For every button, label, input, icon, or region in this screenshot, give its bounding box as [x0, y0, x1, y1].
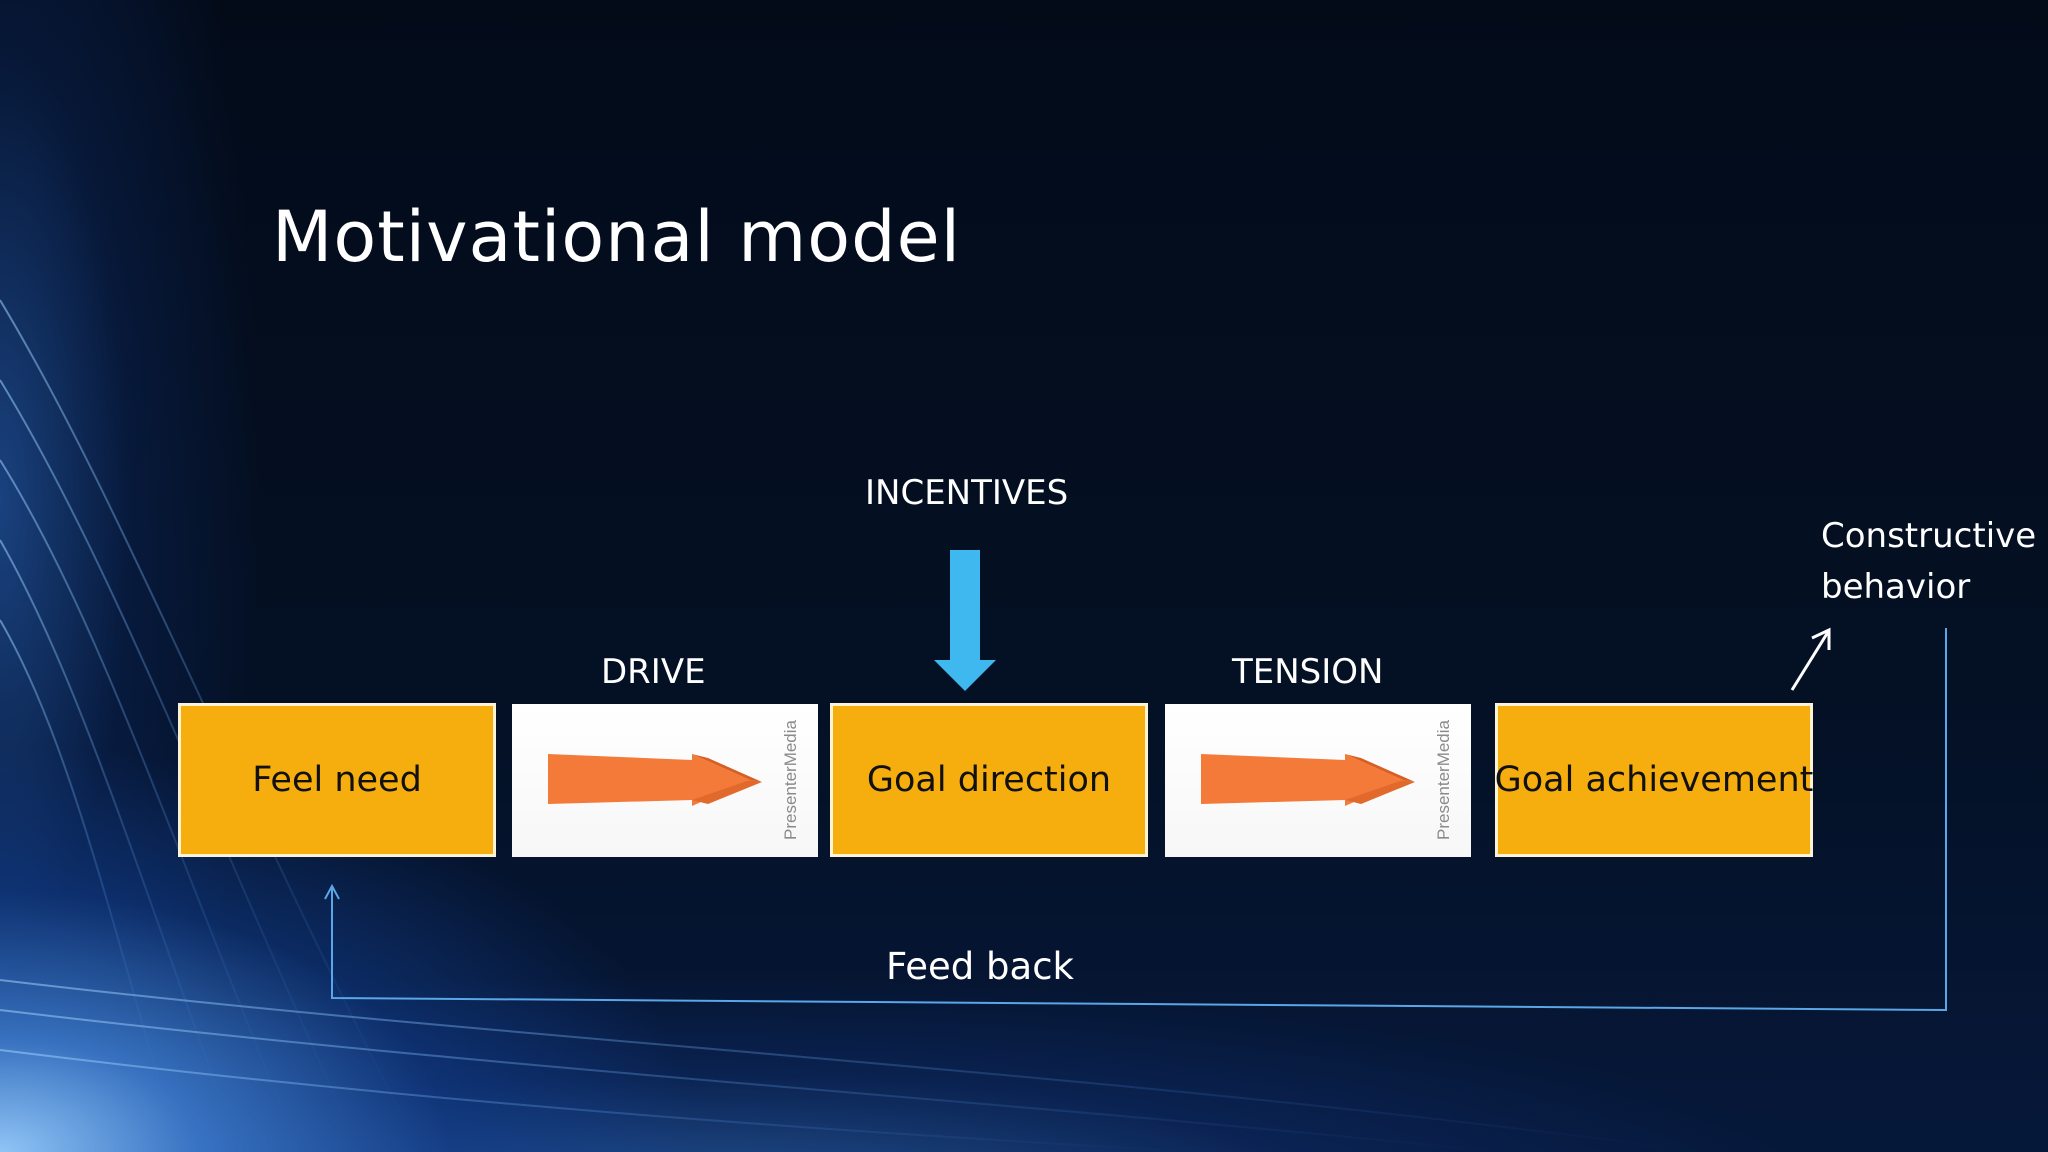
- drive-label: DRIVE: [601, 652, 706, 692]
- drive-arrow-panel: PresenterMedia: [512, 704, 818, 857]
- drive-panel-watermark: PresenterMedia: [781, 719, 801, 841]
- incentives-label: INCENTIVES: [865, 473, 1069, 513]
- feel-need-box: Feel need: [178, 703, 496, 857]
- constructive-behavior-label: Constructive behavior: [1821, 511, 2036, 613]
- drive-orange-arrow-icon: [548, 754, 762, 806]
- slide-title: Motivational model: [272, 196, 962, 278]
- constructive-label-line1: Constructive: [1821, 516, 2037, 556]
- incentives-down-arrow-icon: [934, 550, 996, 691]
- goal-direction-box: Goal direction: [830, 703, 1148, 857]
- tension-panel-watermark: PresenterMedia: [1434, 719, 1454, 841]
- tension-orange-arrow-icon: [1201, 754, 1415, 806]
- feedback-label: Feed back: [886, 945, 1074, 988]
- goal-achievement-box: Goal achievement: [1495, 703, 1813, 857]
- tension-label: TENSION: [1232, 652, 1384, 692]
- constructive-label-line2: behavior: [1821, 567, 1971, 607]
- tension-arrow-panel: PresenterMedia: [1165, 704, 1471, 857]
